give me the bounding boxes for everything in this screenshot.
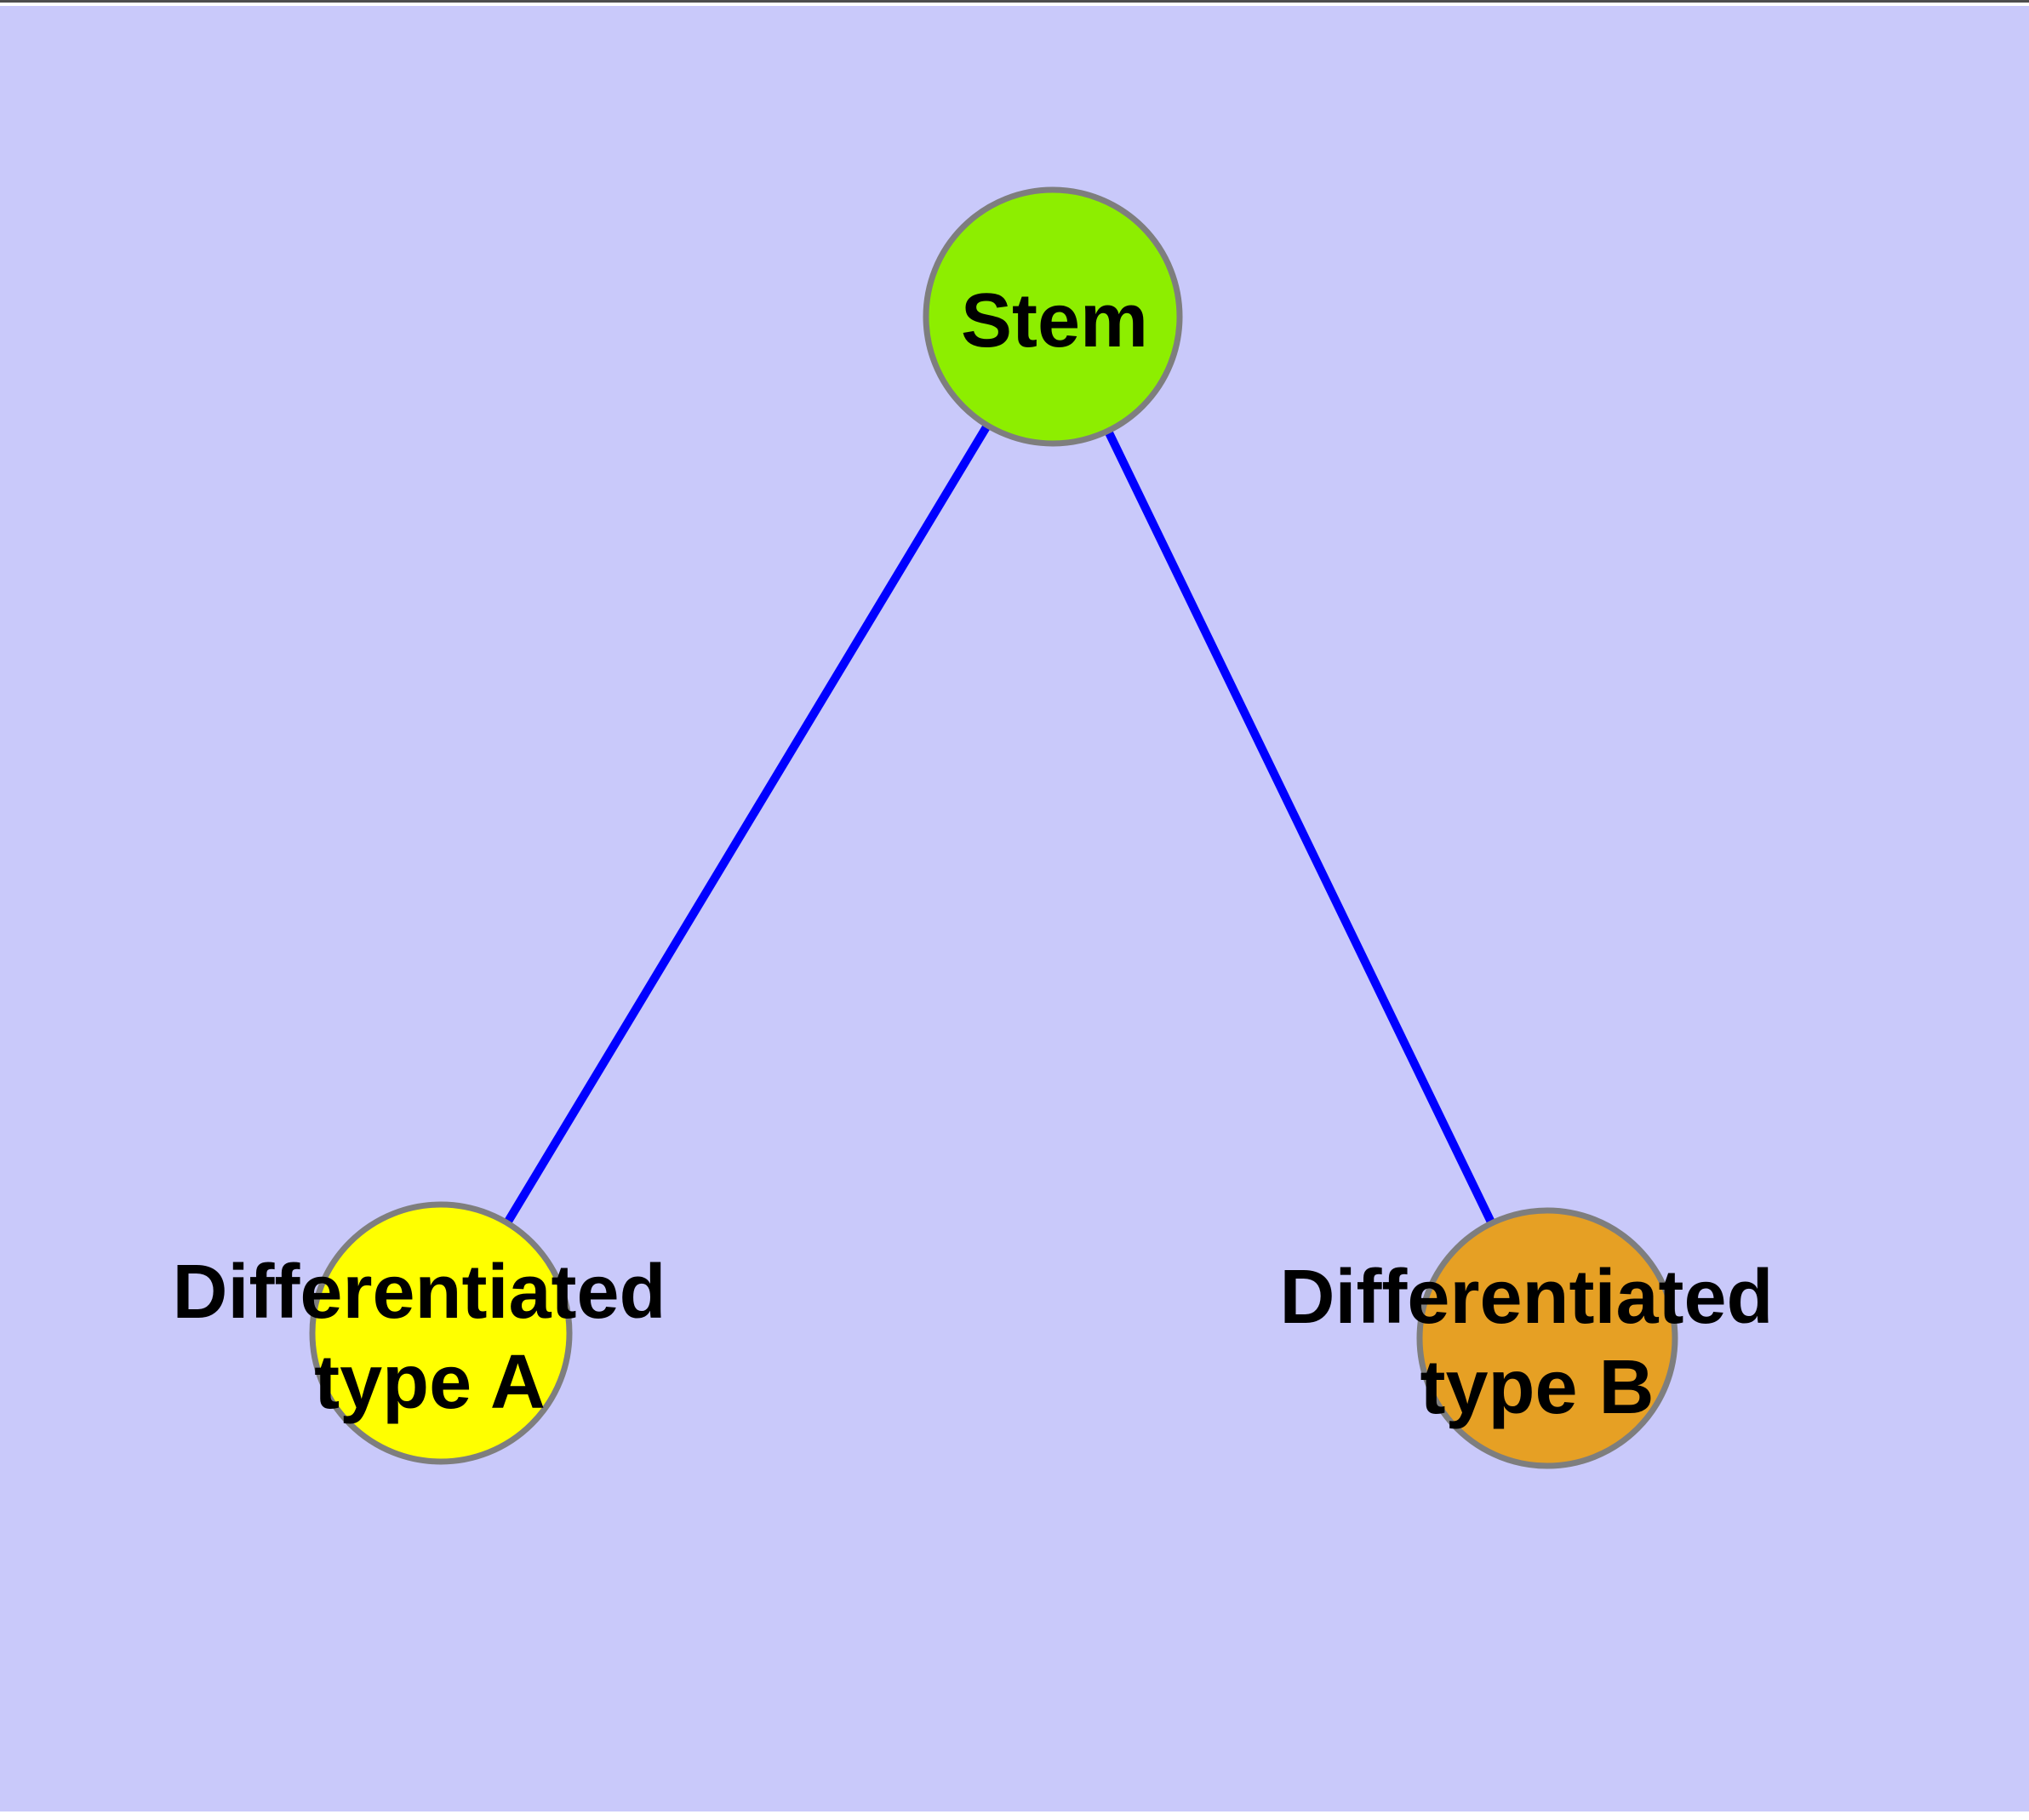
node-stem-label: Stem [961, 278, 1148, 363]
top-rule [0, 0, 2029, 3]
node-type-b-label: Differentiated type B [1279, 1255, 1794, 1430]
node-stem: Stem [923, 186, 1183, 447]
edges [437, 314, 1552, 1341]
node-type-a-label-line-2: type A [314, 1340, 546, 1425]
node-type-b-label-line-1: Differentiated [1279, 1255, 1773, 1340]
node-differentiated-type-b: Differentiated type B [1279, 1207, 1794, 1469]
node-type-b-circle [1416, 1207, 1678, 1469]
node-type-a-label-line-1: Differentiated [172, 1250, 666, 1335]
edge-stem-to-type-a [437, 314, 1057, 1336]
node-stem-label-line-1: Stem [961, 278, 1148, 363]
node-type-a-circle [309, 1201, 573, 1465]
edge-stem-to-type-b [1049, 314, 1552, 1341]
node-type-b-label-line-2: type B [1420, 1345, 1654, 1430]
node-type-a-label: Differentiated type A [172, 1250, 687, 1425]
node-differentiated-type-a: Differentiated type A [172, 1201, 687, 1465]
node-stem-circle [923, 186, 1183, 447]
